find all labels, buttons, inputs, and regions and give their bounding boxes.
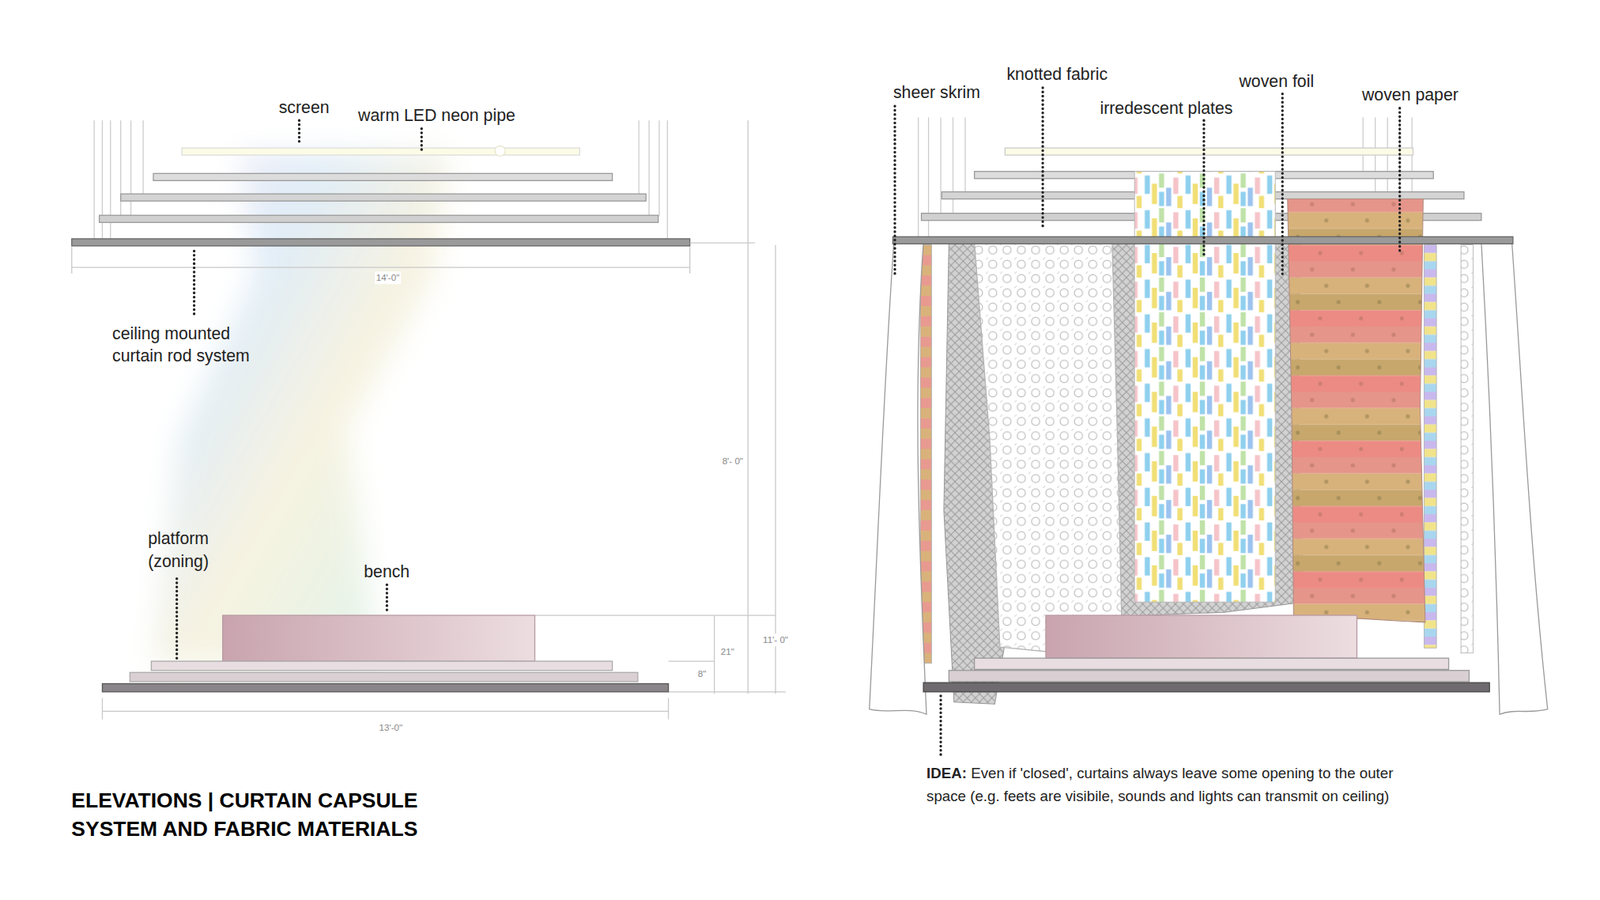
platform-base [101, 683, 668, 691]
rod-bar [99, 215, 659, 223]
rod-bar [153, 173, 613, 181]
wall-line [142, 120, 144, 194]
wall-line [939, 116, 941, 213]
leader-line [1202, 120, 1205, 257]
screen-bar [181, 147, 580, 155]
screen-bar [1004, 147, 1413, 155]
wall-line [658, 120, 660, 216]
dimension-line [747, 120, 749, 694]
platform [150, 660, 612, 671]
leader-line [420, 128, 423, 154]
platform [974, 657, 1450, 669]
bench [1045, 615, 1358, 658]
dimension-text: 11'- 0" [761, 633, 790, 646]
callout-label: woven paper [1362, 83, 1459, 106]
dimension-text: 14'-0" [374, 271, 402, 284]
right-elevation [869, 87, 1548, 755]
callout-label: warm LED neon pipe [358, 104, 516, 127]
callout-label: knotted fabric [1006, 63, 1108, 86]
platform [948, 670, 1469, 682]
strip-fabric [1424, 245, 1437, 649]
leader-line [939, 695, 942, 755]
rod-bar [120, 193, 646, 201]
callout-label: ceiling mounted curtain rod system [112, 322, 276, 368]
leader-line [192, 250, 196, 317]
callout-label: screen [279, 95, 330, 118]
light-beam [153, 153, 450, 664]
note-heading: IDEA: [926, 764, 967, 782]
left-elevation [71, 120, 786, 719]
knotted-fabric [974, 242, 1123, 653]
platform-base [923, 682, 1490, 692]
dimension-line [71, 266, 691, 268]
leader-line [1398, 108, 1401, 252]
wall-line [94, 120, 668, 239]
neon-glow [494, 146, 506, 157]
dimension-line [690, 241, 756, 243]
wall-line [1362, 116, 1364, 171]
dimension-line [101, 698, 103, 720]
wall-line [130, 120, 132, 216]
dimension-line [774, 245, 776, 695]
strip-fabric [1460, 245, 1473, 653]
leader-line [1041, 87, 1044, 227]
bench [222, 615, 536, 661]
callout-label: sheer skrim [893, 81, 981, 104]
dimension-line [713, 615, 715, 694]
callout-label: woven foil [1238, 70, 1314, 93]
dimension-text: 8'- 0" [720, 455, 745, 468]
callout-label: platform (zoning) [147, 527, 240, 573]
platform [129, 671, 638, 682]
leader-line [1281, 94, 1284, 278]
callout-label: bench [363, 560, 410, 583]
dimension-text: 8" [696, 667, 709, 680]
note-text: Even if 'closed', curtains always leave … [926, 764, 1393, 804]
leader-line [298, 120, 301, 145]
wall-line [667, 120, 668, 239]
dimension-line [71, 246, 72, 274]
dimension-line [101, 710, 668, 712]
wall-line [648, 120, 650, 216]
wall-line [964, 116, 966, 192]
leader-line [385, 584, 389, 612]
dimension-line [668, 690, 786, 692]
leader-line [175, 578, 178, 659]
dimension-line [535, 614, 776, 616]
dimension-line [668, 660, 715, 661]
leader-line [177, 120, 423, 658]
wall-line [94, 120, 95, 239]
leader-line [894, 87, 1400, 755]
woven-paper [1287, 199, 1426, 623]
note-block: IDEA: Even if 'closed', curtains always … [926, 761, 1432, 808]
dimension-text: 21" [719, 645, 736, 657]
dimension-line [667, 698, 669, 720]
title: ELEVATIONS | CURTAIN CAPSULE SYSTEM AND … [71, 786, 480, 844]
wall-line [917, 116, 919, 237]
sheer-curtain [1481, 242, 1548, 714]
dimension-line [689, 246, 691, 274]
sheer-curtain [869, 242, 927, 714]
dimension-line [71, 120, 786, 719]
iridescent-plates [1134, 171, 1276, 602]
leader-line [893, 105, 896, 278]
callout-label: irredescent plates [1099, 97, 1233, 120]
dimension-text: 13'-0" [377, 721, 405, 734]
wall-line [120, 120, 121, 216]
rod-bar [71, 238, 691, 246]
wall-line [637, 120, 639, 194]
